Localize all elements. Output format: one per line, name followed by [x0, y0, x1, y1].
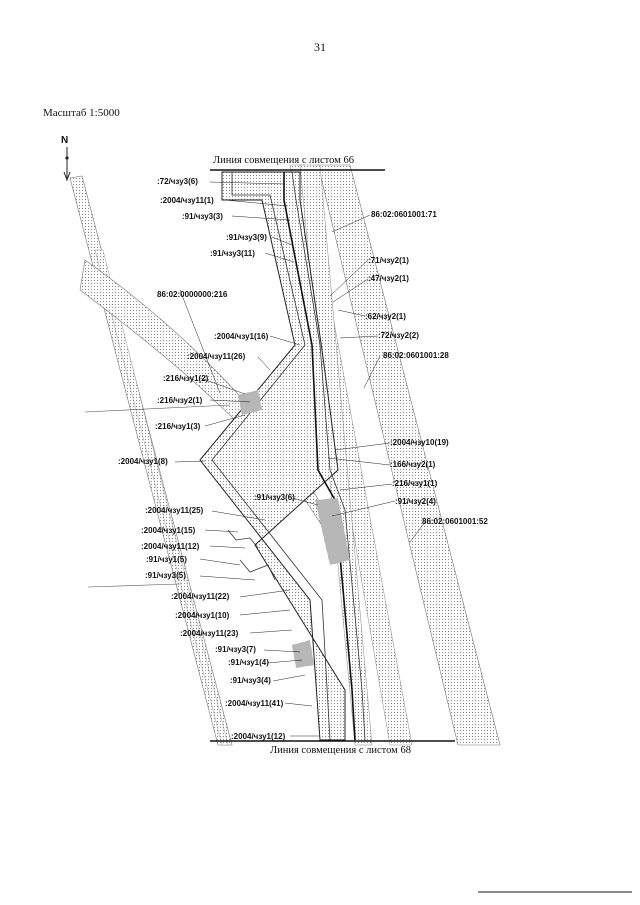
map-label: 86:02:0601001:52: [422, 517, 488, 526]
map-label: :2004/чзу11(25): [145, 506, 204, 515]
map-label: :2004/чзу11(23): [180, 629, 239, 638]
map-label: :47/чзу2(1): [368, 274, 409, 283]
map-label: :2004/чзу1(8): [118, 457, 168, 466]
map-label: :91/чзу1(5): [146, 555, 187, 564]
dark-zone-2: [315, 498, 350, 565]
map-label: :91/чзу3(7): [215, 645, 256, 654]
map-label: :91/чзу3(5): [145, 571, 186, 580]
main-corridor: [199, 171, 346, 741]
map-label: :71/чзу2(1): [368, 256, 409, 265]
map-label: :216/чзу1(2): [163, 374, 209, 383]
north-arrow-icon: [63, 147, 71, 182]
map-label: :216/чзу1(3): [155, 422, 201, 431]
match-line-top-label: Линия совмещения с листом 66: [213, 155, 354, 166]
map-label: 86:02:0601001:71: [371, 210, 437, 219]
scale-label: Масштаб 1:5000: [43, 107, 120, 119]
north-arrow-label: N: [61, 135, 69, 146]
map-label: :2004/чзу1(15): [141, 526, 196, 535]
map-label: :72/чзу2(2): [378, 331, 419, 340]
map-label: :2004/чзу1(12): [231, 732, 286, 741]
map-label: :2004/чзу11(26): [187, 352, 246, 361]
map-label: :72/чзу3(6): [157, 177, 198, 186]
stray-line-2: [87, 583, 181, 588]
map-label: :91/чзу1(4): [228, 658, 269, 667]
map-label: :91/чзу3(9): [226, 233, 267, 242]
corridor-offset-2: [239, 559, 276, 581]
map-label: :62/чзу2(1): [365, 312, 406, 321]
map-label: :2004/чзу1(16): [214, 332, 269, 341]
dark-zone-3: [292, 640, 314, 668]
map-label: :2004/чзу11(22): [171, 592, 230, 601]
page-number: 31: [314, 40, 326, 54]
corridor-line-2: [283, 172, 356, 741]
map-label: :216/чзу1(1): [392, 479, 438, 488]
map-label: :2004/чзу11(12): [141, 542, 200, 551]
map-label: :91/чзу3(6): [254, 493, 295, 502]
map-label: :2004/чзу10(19): [390, 438, 449, 447]
map-label: :2004/чзу11(41): [225, 699, 284, 708]
dark-zone-1: [238, 390, 262, 415]
left-diagonal-band-2: [94, 249, 229, 746]
map-label: :91/чзу3(11): [210, 249, 255, 258]
stray-line-1: [84, 404, 231, 413]
map-label: :2004/чзу11(1): [160, 196, 214, 205]
corridor-offset-1: [227, 529, 259, 549]
parcel-52-band: [317, 164, 501, 746]
map-label: :91/чзу3(3): [182, 212, 223, 221]
map-label: :216/чзу2(1): [157, 396, 203, 405]
corridor-line-3: [291, 171, 366, 741]
map-label: :2004/чзу1(10): [175, 611, 230, 620]
match-line-bottom-label: Линия совмещения с листом 68: [270, 745, 411, 756]
map-label: :91/чзу2(4): [395, 497, 436, 506]
map-label: :166/чзу2(1): [390, 460, 436, 469]
label-leaders: [174, 181, 426, 737]
map-label: 86:02:0601001:28: [383, 351, 449, 360]
map-label: :91/чзу3(4): [230, 676, 271, 685]
map-label: 86:02:0000000:216: [157, 290, 228, 299]
corridor-line-1: [211, 172, 331, 741]
